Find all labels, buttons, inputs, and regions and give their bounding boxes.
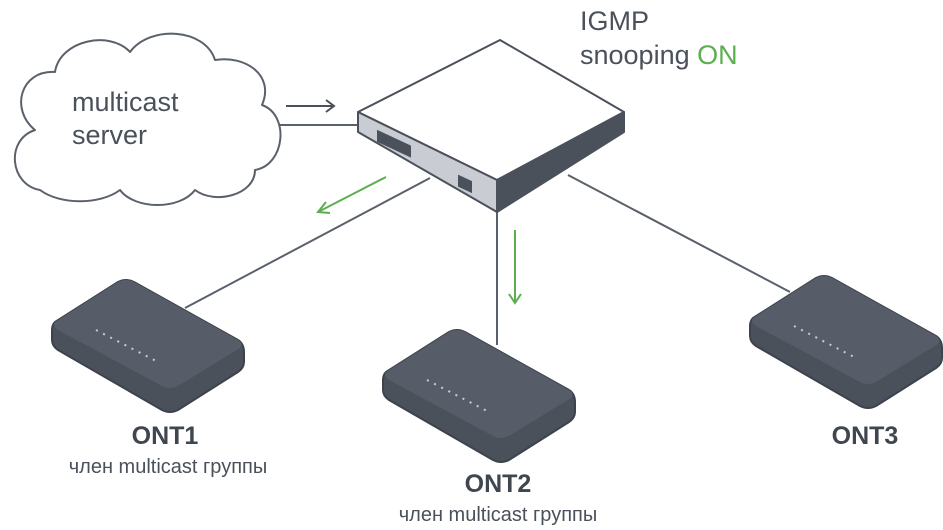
ont1-name: ONT1 — [131, 422, 199, 450]
link-switch-ont1 — [184, 177, 431, 309]
ont2-icon — [382, 329, 576, 463]
arrow-switch-to-ont2 — [508, 230, 522, 305]
cloud-icon — [13, 32, 282, 206]
ont2-subtitle: член multicast группы — [398, 504, 598, 526]
arrow-server-to-switch — [286, 99, 336, 113]
ont3-name: ONT3 — [831, 422, 899, 450]
link-switch-ont3 — [567, 174, 791, 293]
ont2-name: ONT2 — [464, 470, 532, 498]
snooping-text: snooping — [580, 40, 698, 70]
snooping-status: ON — [697, 40, 738, 70]
switch-label-line1: IGMP — [580, 6, 650, 36]
server-label-line1: multicast — [72, 87, 179, 117]
switch-port-block — [377, 129, 472, 194]
arrow-switch-to-ont1 — [316, 176, 387, 214]
server-label-line2: server — [72, 120, 148, 150]
ont1-icon — [51, 279, 245, 413]
switch-label: IGMP snooping ON — [580, 4, 738, 72]
ont3-icon — [749, 275, 943, 409]
server-label: multicast server — [72, 86, 179, 152]
switch-label-line2: snooping ON — [580, 38, 738, 72]
switch-icon — [357, 39, 625, 213]
ont1-subtitle: член multicast группы — [68, 456, 268, 478]
